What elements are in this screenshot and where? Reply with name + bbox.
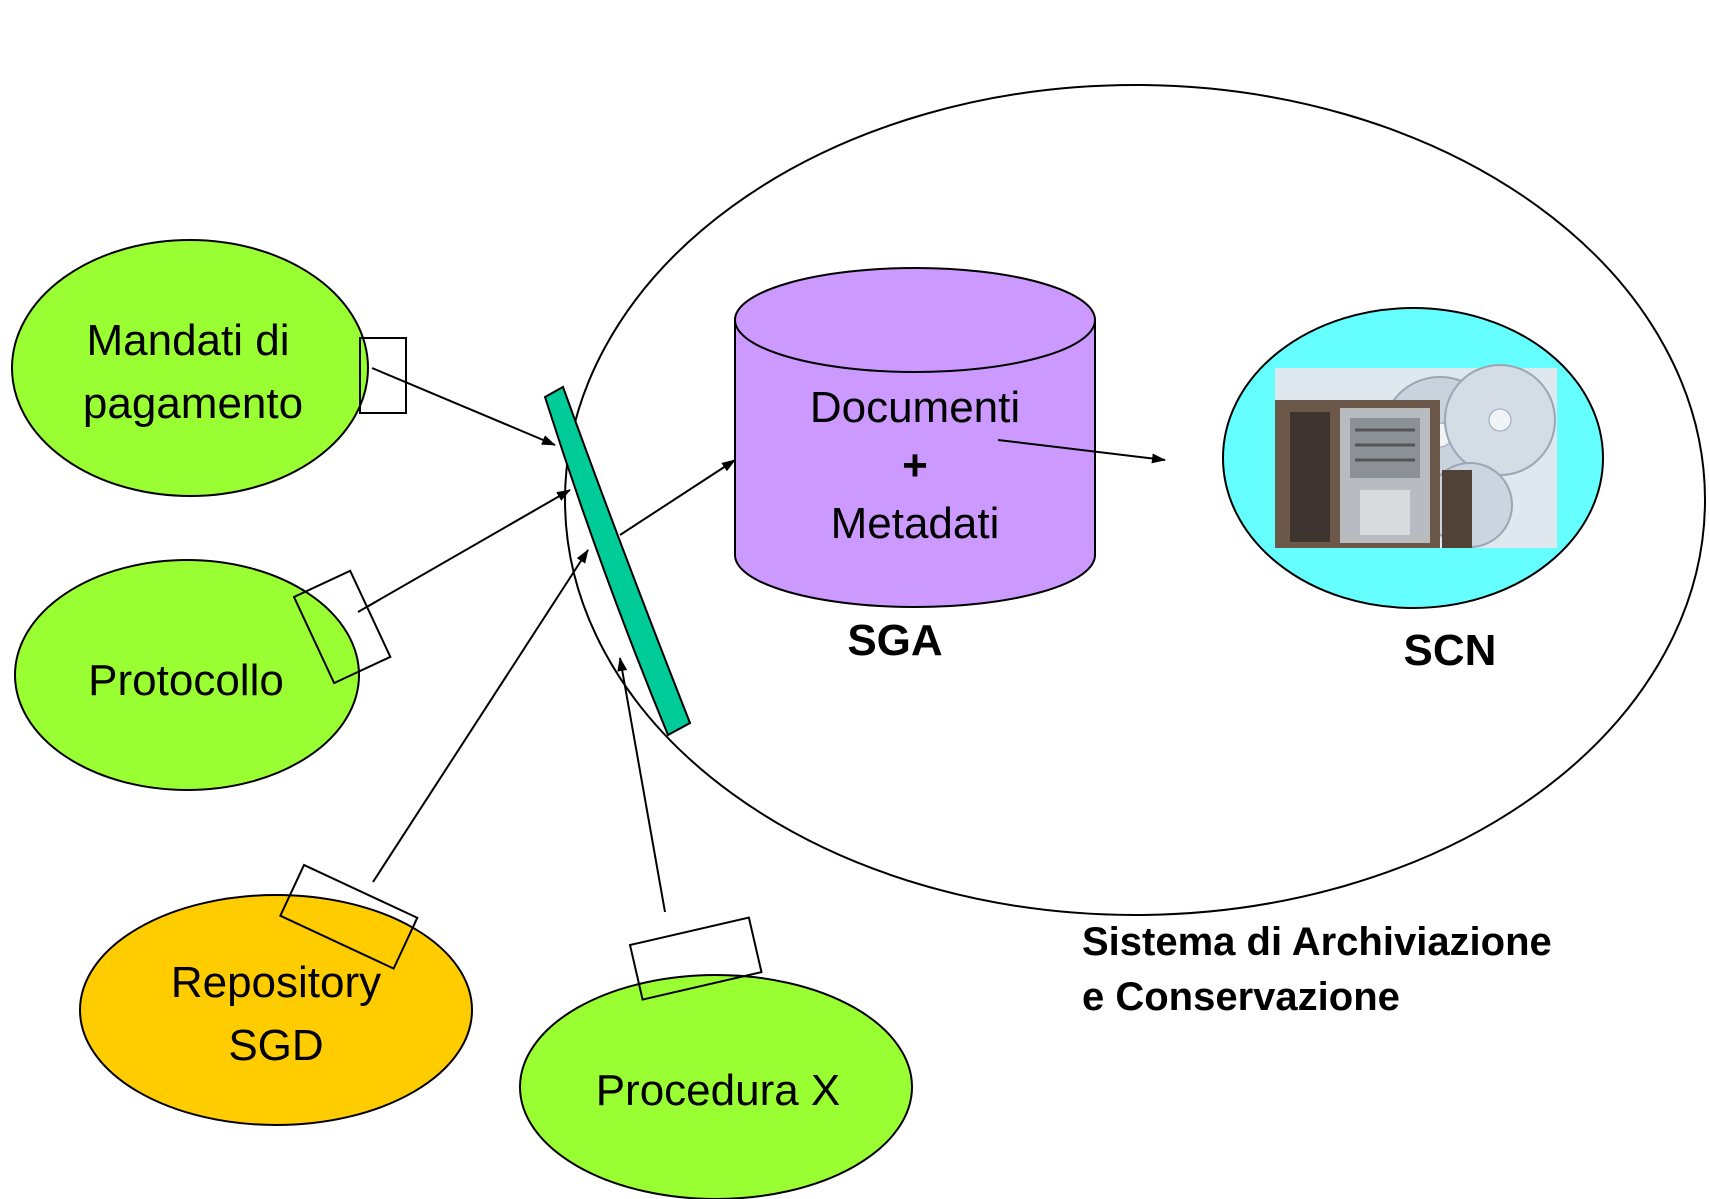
mandati-node[interactable]	[11, 239, 369, 497]
repository-node[interactable]	[79, 894, 473, 1126]
protocollo-node[interactable]	[14, 559, 360, 791]
database-cylinder[interactable]	[734, 267, 1096, 608]
adapter-box-procedura	[628, 916, 763, 1001]
arrow-mandati-to-gateway	[371, 367, 556, 446]
system-label-line1: Sistema di Archiviazione	[1082, 920, 1552, 964]
procedura-node[interactable]	[519, 974, 913, 1199]
adapter-box-protocollo	[292, 569, 392, 685]
mandati-label-line1: Mandati di	[86, 316, 289, 365]
sga-caption: SGA	[847, 616, 942, 665]
arrow-procedura-to-gateway	[617, 657, 666, 913]
procedura-label: Procedura X	[596, 1066, 841, 1115]
system-label-line2: e Conservazione	[1082, 975, 1400, 1019]
scn-caption: SCN	[1404, 626, 1497, 675]
db-label-line2: +	[902, 441, 928, 490]
arrow-db-to-scn	[997, 439, 1166, 464]
mandati-label-line2: pagamento	[83, 379, 303, 428]
adapter-box-repository	[279, 863, 419, 970]
protocollo-label: Protocollo	[88, 656, 284, 705]
repository-label-line1: Repository	[171, 958, 381, 1007]
repository-label-line2: SGD	[228, 1021, 323, 1070]
db-label-line3: Metadati	[831, 499, 1000, 548]
arrow-protocollo-to-gateway	[357, 489, 571, 613]
gateway-component[interactable]	[543, 385, 692, 737]
adapter-box-mandati	[359, 337, 407, 414]
db-label-line1: Documenti	[810, 383, 1020, 432]
arrow-repository-to-gateway	[372, 549, 589, 883]
storage-image	[1275, 364, 1557, 548]
arrow-gateway-to-db	[619, 459, 736, 536]
